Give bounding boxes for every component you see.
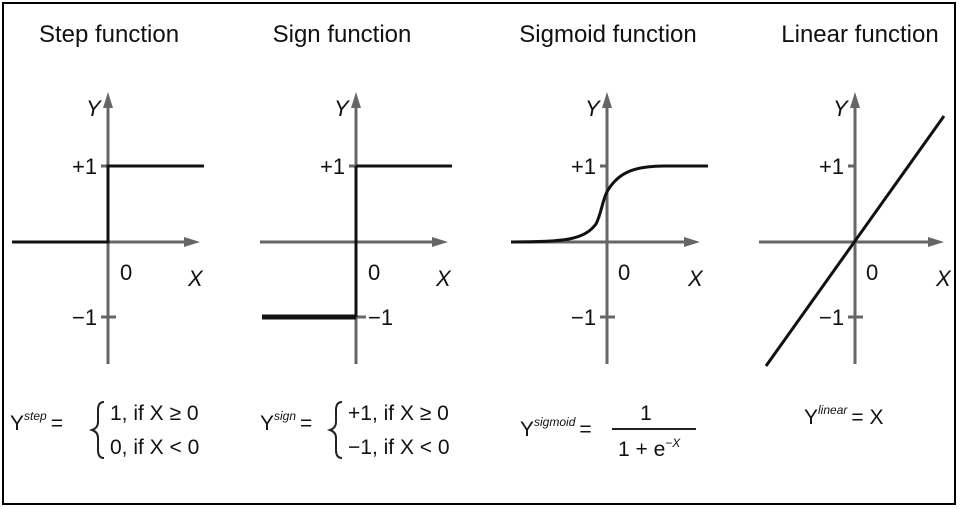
origin-label-sigmoid: 0: [618, 260, 630, 285]
brace-step: [88, 401, 105, 459]
curve-step: [12, 164, 204, 244]
equation-linear: Ylinear= X: [804, 403, 883, 429]
curve-sigmoid: [510, 164, 708, 244]
case-2-step: 0, if X < 0: [110, 436, 199, 459]
x-label-linear: X: [935, 266, 952, 291]
curve-linear: [764, 115, 946, 367]
x-label-sigmoid: X: [687, 266, 704, 291]
panel-sigmoid: Sigmoid function Y +1 −1 0 X Ysigmoid= 1…: [510, 21, 708, 461]
y-axis-arrow-step: [103, 92, 113, 108]
case-1-step: 1, if X ≥ 0: [110, 402, 199, 425]
minus-one-label-linear: −1: [819, 305, 844, 330]
x-axis-arrow-sign: [432, 237, 448, 247]
x-axis-arrow-step: [184, 237, 200, 247]
origin-label-linear: 0: [866, 260, 878, 285]
title-sign: Sign function: [273, 21, 412, 48]
minus-one-label-sign: −1: [368, 305, 393, 330]
panel-step: Step function Y +1 −1 0 X Ystep= 1, if X…: [10, 21, 204, 459]
equation-lhs-sign: Ysign=: [260, 409, 312, 435]
plus-one-label-linear: +1: [819, 154, 844, 179]
x-axis-arrow-sigmoid: [684, 237, 700, 247]
panel-linear: Linear function Y +1 −1 0 X Ylinear= X: [759, 21, 952, 429]
title-linear: Linear function: [781, 21, 938, 48]
x-label-sign: X: [435, 266, 452, 291]
plus-one-label-step: +1: [72, 154, 97, 179]
minus-one-label-sigmoid: −1: [571, 305, 596, 330]
numerator-sigmoid: 1: [640, 402, 652, 425]
denominator-sigmoid: 1 + e−X: [618, 436, 681, 461]
plus-one-label-sign: +1: [320, 154, 345, 179]
plus-one-label-sigmoid: +1: [571, 154, 596, 179]
equation-lhs-sigmoid: Ysigmoid=: [520, 415, 592, 441]
title-sigmoid: Sigmoid function: [519, 21, 696, 48]
x-axis-arrow-linear: [928, 237, 944, 247]
y-axis-arrow-sign: [351, 92, 361, 108]
origin-label-step: 0: [120, 260, 132, 285]
case-1-sign: +1, if X ≥ 0: [348, 402, 449, 425]
case-2-sign: −1, if X < 0: [348, 436, 450, 459]
y-axis-arrow-sigmoid: [602, 92, 612, 108]
title-step: Step function: [39, 21, 179, 48]
y-label-linear: Y: [833, 96, 849, 121]
y-label-sign: Y: [334, 96, 350, 121]
y-axis-arrow-linear: [850, 92, 860, 108]
activation-functions-diagram: Step function Y +1 −1 0 X Ystep= 1, if X…: [10, 21, 952, 461]
y-label-sigmoid: Y: [585, 96, 601, 121]
x-label-step: X: [187, 266, 204, 291]
y-label-step: Y: [86, 96, 102, 121]
brace-sign: [326, 401, 343, 459]
equation-lhs-step: Ystep=: [10, 409, 63, 435]
panel-sign: Sign function Y +1 −1 0 X Ysign= +1, if …: [260, 21, 452, 459]
minus-one-label-step: −1: [72, 305, 97, 330]
origin-label-sign: 0: [368, 260, 380, 285]
